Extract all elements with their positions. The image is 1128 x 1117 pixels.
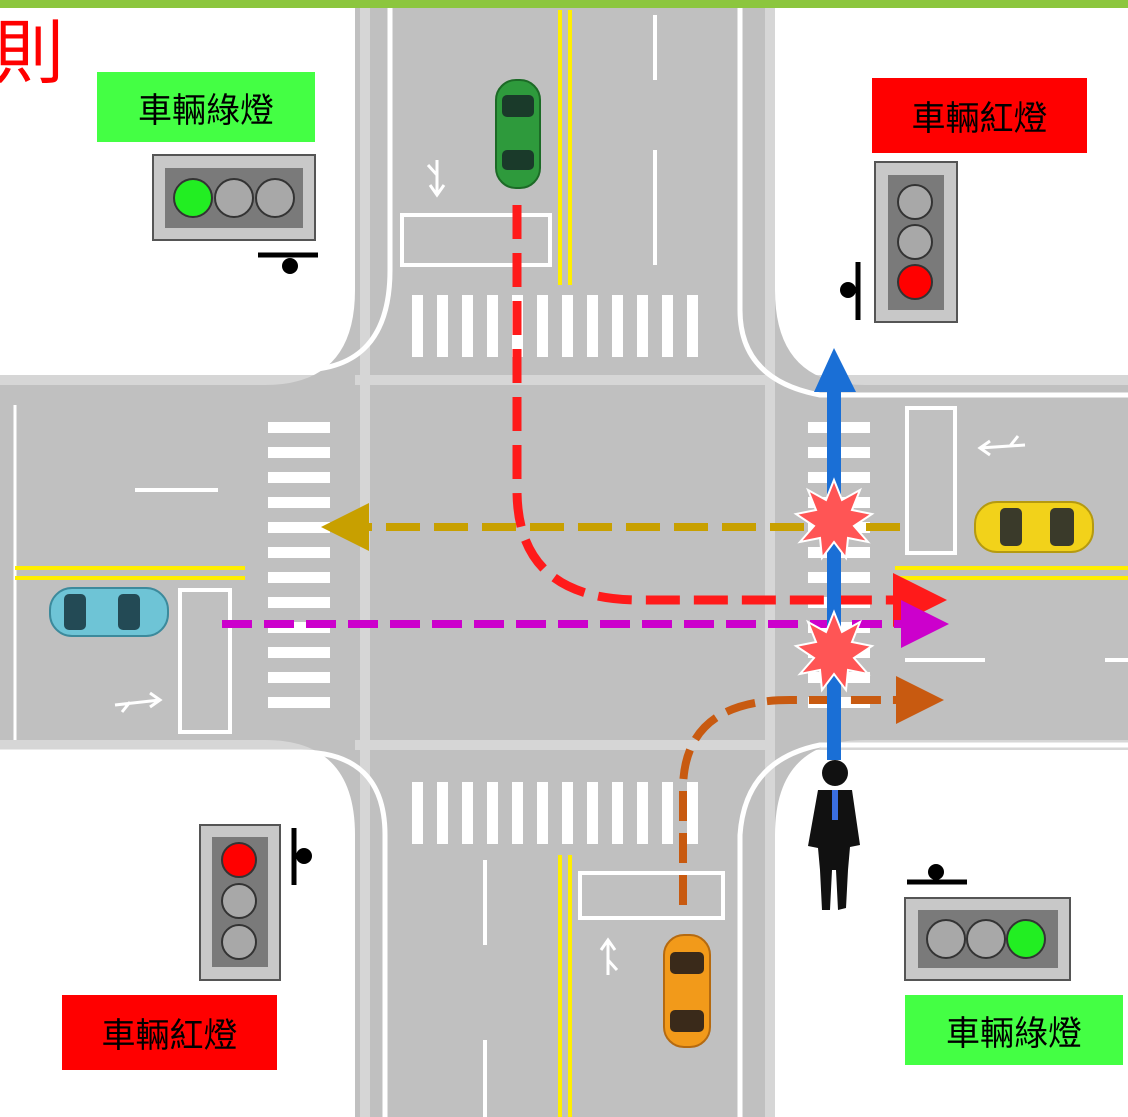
- lane-dashes: [135, 15, 1128, 1117]
- curb-lines: [0, 8, 1128, 1117]
- signal-label-nw: 車輛綠燈: [97, 72, 315, 142]
- signal-se: [904, 864, 1071, 981]
- title-fragment: 則: [0, 12, 64, 94]
- signal-ne: [840, 161, 958, 323]
- stop-boxes: [178, 213, 957, 920]
- right-turn-path: [679, 676, 944, 905]
- conflict-star-icon: [793, 477, 875, 561]
- center-lines: [15, 10, 1128, 1117]
- conflict-star-icon: [793, 609, 875, 693]
- left-turn-path: [512, 205, 947, 627]
- orange-car: [663, 934, 711, 1048]
- pedestrian-icon: [808, 760, 860, 910]
- yellow-car: [974, 501, 1094, 553]
- signal-label-ne: 車輛紅燈: [872, 78, 1087, 153]
- signal-label-sw: 車輛紅燈: [62, 995, 277, 1070]
- top-banner-strip: [0, 0, 1128, 8]
- crosswalk-west: [268, 422, 330, 708]
- road-surface: [0, 8, 1128, 1117]
- signal-sw: [199, 824, 312, 981]
- signal-nw: [152, 154, 318, 274]
- lane-arrow-icon: [114, 160, 1026, 975]
- crosswalk-south: [412, 782, 698, 844]
- green-car: [495, 79, 541, 189]
- blue-car: [49, 587, 169, 637]
- signal-label-se: 車輛綠燈: [905, 995, 1123, 1065]
